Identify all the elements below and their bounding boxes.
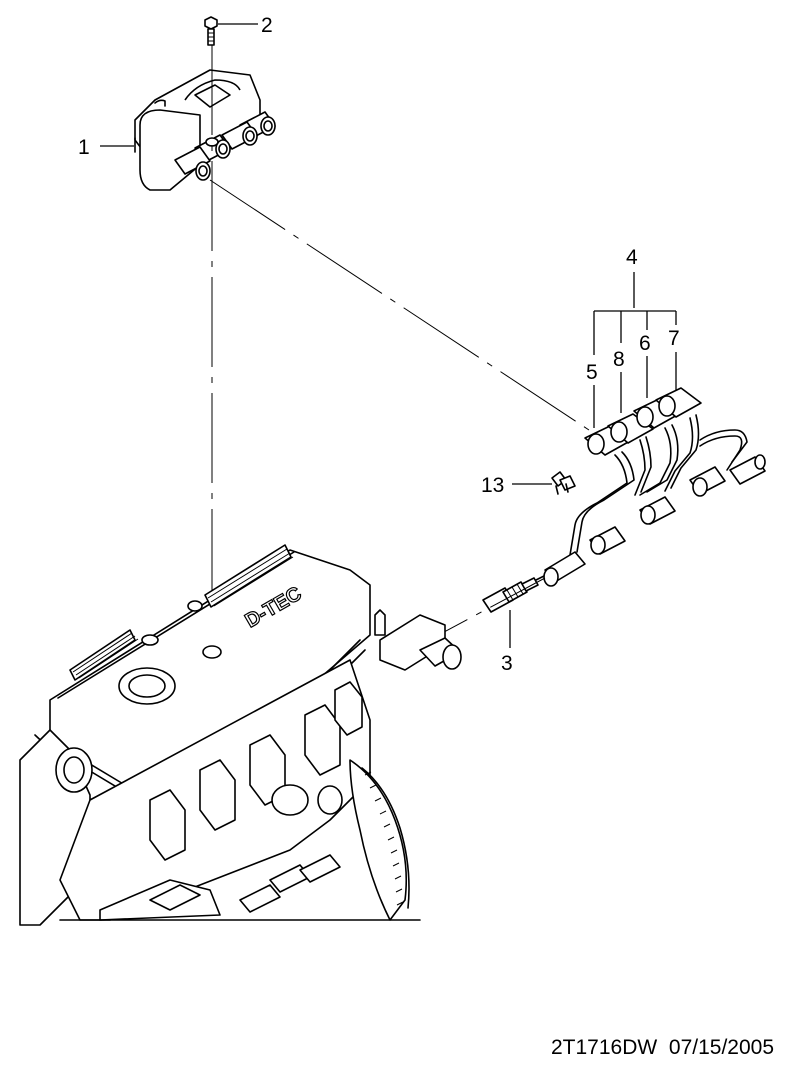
callout-1: 1 [78, 136, 90, 159]
callout-2: 2 [261, 14, 273, 37]
diagram-footer: 2T1716DW 07/15/2005 [551, 1036, 774, 1060]
engine-assembly: D-TEC [19, 544, 462, 926]
bolt-part-2 [204, 16, 218, 46]
diagram-date: 07/15/2005 [668, 1036, 774, 1059]
callout-tree-4 [593, 272, 677, 428]
diagram-id: 2T1716DW [551, 1036, 658, 1059]
callout-3: 3 [501, 652, 513, 675]
callout-7: 7 [668, 327, 680, 350]
wire-clip-part-13 [551, 471, 576, 495]
callout-6: 6 [639, 332, 651, 355]
callout-8: 8 [613, 348, 625, 371]
spark-plug-wire-set-part-4 [543, 387, 766, 587]
callout-5: 5 [586, 361, 598, 384]
ignition-coil-part-1 [134, 69, 276, 191]
callout-4: 4 [626, 246, 638, 269]
callout-13: 13 [481, 474, 504, 497]
coil-to-wireset-centerline [209, 179, 593, 433]
